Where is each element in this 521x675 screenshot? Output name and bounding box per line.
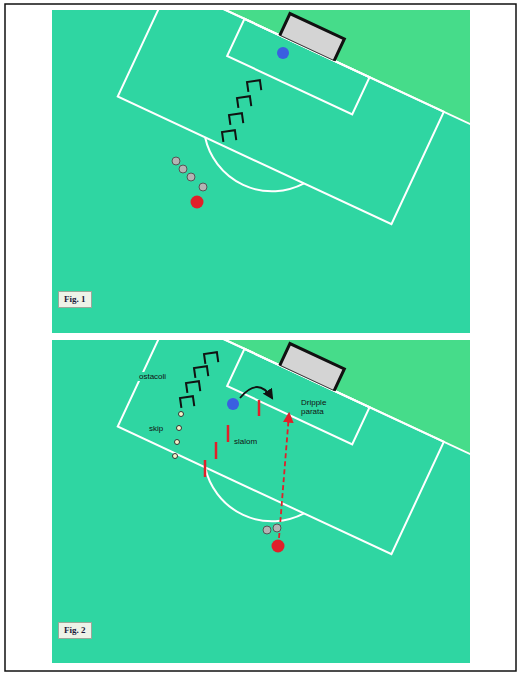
ball	[172, 157, 180, 165]
skip-marker	[177, 426, 182, 431]
goalkeeper-dot	[277, 47, 289, 59]
exercise-label: Dripple parata	[300, 398, 342, 416]
slalom-pole	[215, 442, 218, 459]
ball	[273, 524, 281, 532]
hurdle	[237, 96, 251, 108]
figure-label: Fig. 1	[58, 291, 92, 308]
slalom-poles	[205, 400, 259, 477]
player-dot	[191, 196, 204, 209]
figure-label: Fig. 2	[58, 622, 92, 639]
skip-marker	[179, 412, 184, 417]
skip-marker	[175, 440, 180, 445]
slalom-pole	[258, 400, 261, 416]
player-dot	[272, 540, 285, 553]
pass-arrow	[279, 414, 289, 538]
skip-markers	[173, 412, 184, 459]
hurdle	[229, 113, 243, 125]
balls	[172, 157, 207, 191]
figure-number: Fig. 2	[64, 625, 86, 636]
exercise-label: ostacoli	[138, 372, 167, 381]
hurdles	[180, 352, 218, 408]
hurdle	[204, 352, 218, 364]
hurdles	[222, 80, 261, 142]
hurdle	[194, 366, 208, 378]
ball	[263, 526, 271, 534]
skip-marker	[173, 454, 178, 459]
goalkeeper-dot	[227, 398, 239, 410]
hurdle	[222, 130, 236, 142]
exercise-label: slalom	[233, 437, 258, 446]
balls	[263, 524, 281, 534]
exercise-label: skip	[148, 424, 164, 433]
ball	[179, 165, 187, 173]
ball	[187, 173, 195, 181]
ball	[199, 183, 207, 191]
slalom-pole	[227, 425, 230, 442]
hurdle	[186, 381, 200, 393]
figure-number: Fig. 1	[64, 294, 86, 305]
hurdle	[247, 80, 261, 92]
slalom-pole	[204, 460, 207, 477]
hurdle	[180, 396, 194, 408]
movement-arrow	[240, 387, 272, 398]
